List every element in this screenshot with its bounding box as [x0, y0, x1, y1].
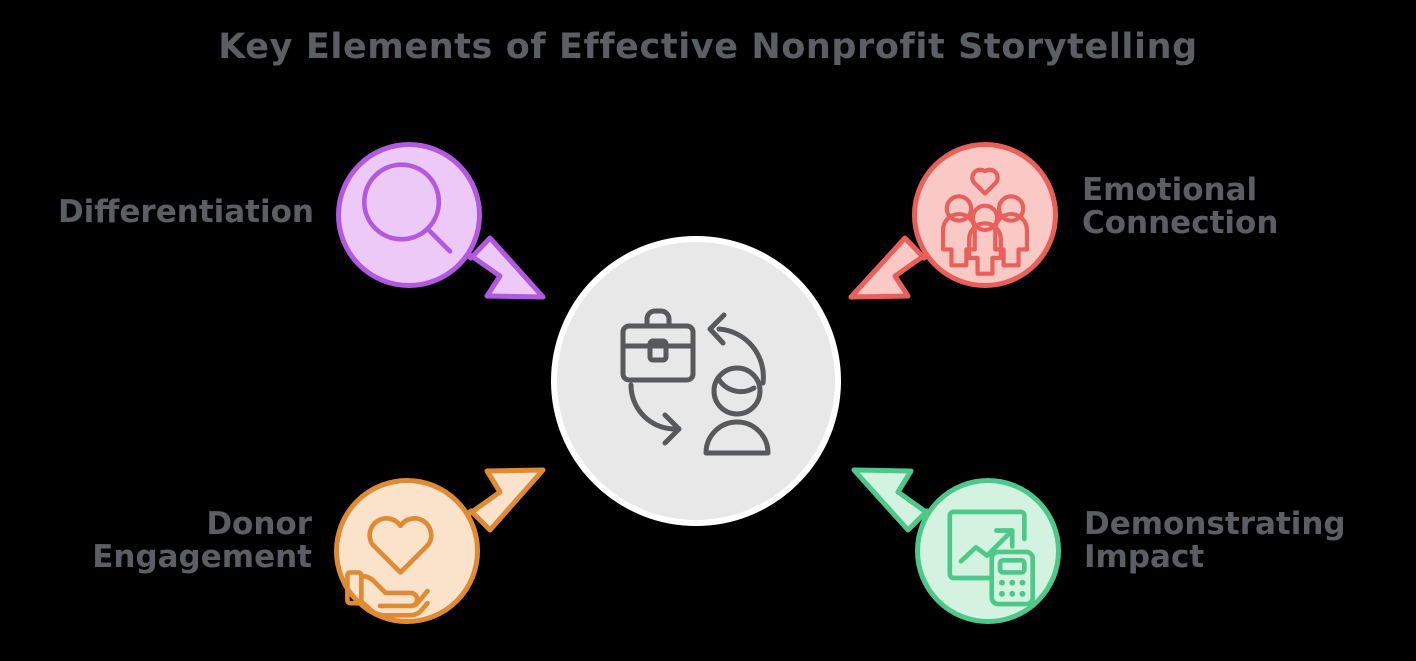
magnifying-glass-icon [361, 162, 453, 254]
label-donor-engagement: Donor Engagement [92, 506, 312, 576]
node-donor-engagement[interactable] [334, 478, 480, 624]
label-demonstrating-impact: Demonstrating Impact [1084, 506, 1346, 576]
people-group-heart-icon [940, 167, 1030, 276]
node-demonstrating-impact[interactable] [915, 478, 1061, 624]
briefcase-person-exchange-icon [620, 308, 771, 456]
label-differentiation: Differentiation [57, 194, 314, 230]
center-hub-circle [551, 236, 841, 526]
label-emotional-connection: Emotional Connection [1082, 172, 1279, 242]
hand-holding-heart-icon [345, 516, 434, 618]
growth-chart-calculator-icon [947, 509, 1036, 607]
node-emotional-connection[interactable] [912, 142, 1058, 288]
node-differentiation[interactable] [336, 142, 482, 288]
page-title: Key Elements of Effective Nonprofit Stor… [218, 27, 1198, 67]
